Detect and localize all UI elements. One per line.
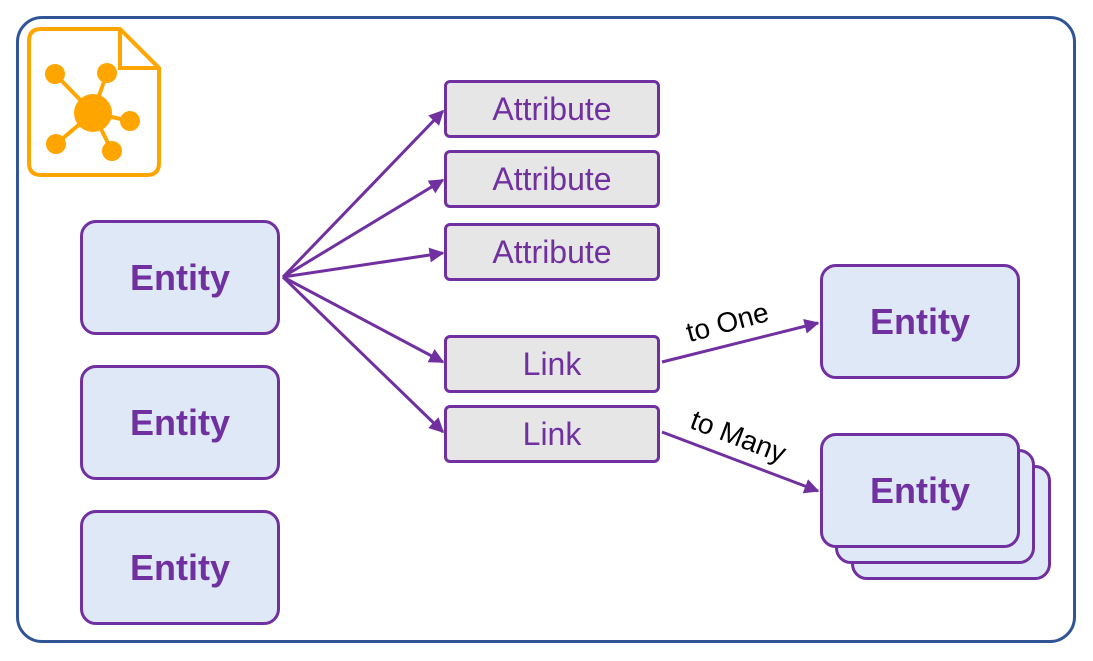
link-to-many[interactable]: Link bbox=[444, 405, 660, 463]
link-to-one[interactable]: Link bbox=[444, 335, 660, 393]
entity-to-one-target[interactable]: Entity bbox=[820, 264, 1020, 379]
arrow-to-attribute-1 bbox=[281, 109, 445, 279]
attribute-1[interactable]: Attribute bbox=[444, 80, 660, 138]
arrow-to-link-1 bbox=[282, 275, 445, 364]
entity-third[interactable]: Entity bbox=[80, 510, 280, 625]
arrow-to-one bbox=[661, 318, 820, 364]
entity-main[interactable]: Entity bbox=[80, 220, 280, 335]
arrow-to-many bbox=[661, 430, 820, 494]
arrow-to-attribute-2 bbox=[282, 178, 445, 279]
arrow-to-link-2 bbox=[281, 275, 445, 434]
data-model-file-icon bbox=[27, 27, 161, 177]
entity-second[interactable]: Entity bbox=[80, 365, 280, 480]
entity-to-many-target[interactable]: Entity bbox=[820, 433, 1020, 548]
attribute-3[interactable]: Attribute bbox=[444, 223, 660, 281]
attribute-2[interactable]: Attribute bbox=[444, 150, 660, 208]
arrow-to-attribute-3 bbox=[282, 247, 445, 279]
